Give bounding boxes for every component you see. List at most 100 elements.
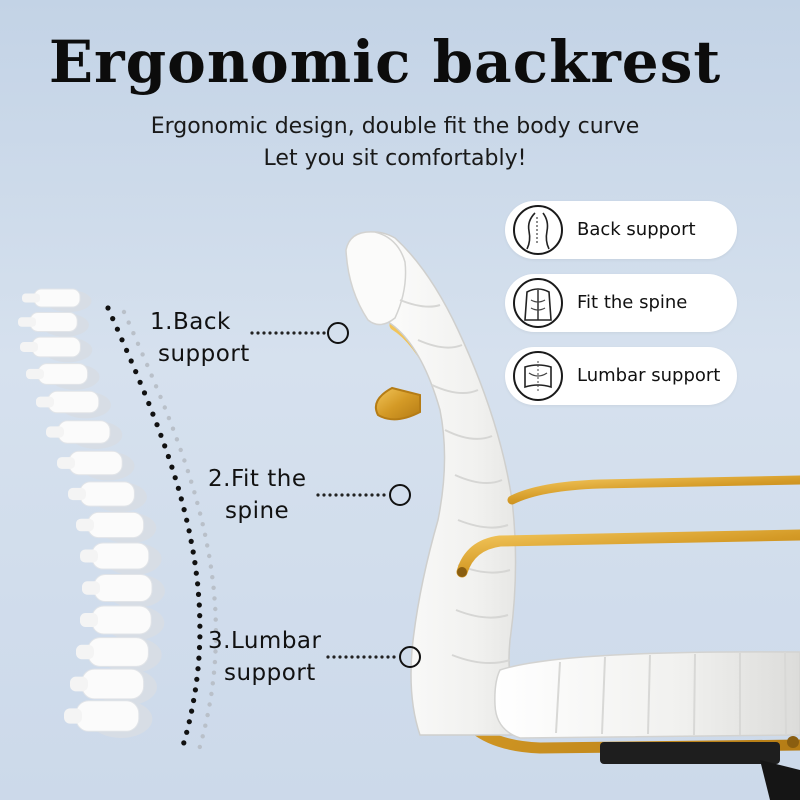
leader-dot	[362, 655, 366, 659]
spine-dot	[196, 644, 203, 651]
leader-dot	[344, 655, 348, 659]
spine-dot	[190, 549, 196, 555]
feature-fit-spine: Fit the spine	[505, 274, 737, 332]
vertebra	[26, 363, 100, 390]
spine-dot	[174, 437, 180, 442]
vertebra	[80, 605, 165, 641]
callout-marker-circle	[327, 322, 349, 344]
vertebra	[76, 511, 157, 544]
spine-dot	[170, 426, 176, 431]
leader-dot	[304, 331, 308, 335]
spine-dot	[195, 581, 201, 587]
leader-dot	[370, 493, 374, 497]
spine-curve-dotted-line	[105, 305, 219, 750]
leader-dot	[346, 493, 350, 497]
back-support-icon	[513, 205, 563, 255]
spine-dot	[133, 369, 139, 375]
vertebra	[18, 312, 89, 337]
leader-dot	[322, 331, 326, 335]
callout-line: 2.Fit the	[208, 466, 307, 492]
spine-dot	[149, 373, 154, 378]
spine-dot	[196, 602, 202, 608]
spine-dot	[212, 659, 218, 665]
spine-dot	[207, 553, 212, 559]
leader-dot	[364, 493, 368, 497]
spine-dot	[194, 676, 200, 682]
vertebra	[22, 288, 92, 313]
spine-dot	[184, 517, 190, 523]
spine-dot	[145, 362, 150, 368]
spine-dot	[105, 305, 111, 311]
spine-dot	[205, 712, 210, 718]
spine-dot	[162, 405, 167, 410]
leader-dot	[250, 331, 254, 335]
callout-marker-circle	[389, 484, 411, 506]
spine-dot	[154, 422, 160, 428]
spine-dot	[196, 655, 202, 661]
leader-dot	[338, 655, 342, 659]
callout-line: support	[158, 341, 250, 367]
vertebra	[80, 542, 162, 576]
spine-dot	[212, 596, 217, 601]
callout-line: support	[224, 660, 316, 686]
spine-dot	[192, 490, 197, 495]
spine-dot	[121, 309, 127, 315]
vertebra	[82, 574, 165, 608]
spine-dot	[153, 384, 159, 389]
spine-dot	[200, 522, 205, 527]
spine-dot	[213, 628, 219, 633]
leader-dot	[368, 655, 372, 659]
spine-dot	[195, 500, 200, 506]
feature-lumbar-support: Lumbar support	[505, 347, 737, 405]
leader-dot	[316, 331, 320, 335]
spine-dot	[209, 691, 214, 697]
spine-dot	[158, 394, 163, 400]
spine-dot	[124, 347, 130, 353]
spine-dot	[197, 613, 203, 619]
spine-dot	[131, 331, 136, 336]
spine-dot	[119, 337, 125, 343]
callout-leader-lines	[250, 322, 421, 668]
callout-back-support: 1.Back support	[150, 306, 250, 370]
spine-dot	[205, 543, 210, 548]
spine-dot	[166, 415, 172, 421]
leader-dot	[332, 655, 336, 659]
spine-dot	[137, 379, 143, 385]
spine-dot	[213, 617, 218, 622]
vertebra	[57, 450, 135, 481]
spine-dot	[150, 411, 156, 417]
subtitle-line-1: Ergonomic design, double fit the body cu…	[150, 114, 640, 139]
leader-dot	[376, 493, 380, 497]
callout-fit-spine: 2.Fit the spine	[208, 463, 306, 527]
leader-dot	[350, 655, 354, 659]
leader-dot	[256, 331, 260, 335]
leader-dot	[322, 493, 326, 497]
spine-dot	[192, 560, 198, 566]
spine-dot	[178, 447, 183, 453]
spine-dot	[135, 341, 141, 346]
leader-dot	[298, 331, 302, 335]
leader-dot	[310, 331, 314, 335]
spine-dot	[188, 538, 194, 545]
spine-dot	[182, 458, 187, 463]
leader-dot	[392, 655, 396, 659]
callout-line: 3.Lumbar	[208, 628, 322, 654]
spine-dot	[193, 570, 199, 576]
leader-dot	[352, 493, 356, 497]
leader-dot	[328, 493, 332, 497]
spine-dot	[186, 528, 192, 534]
spine-dot	[197, 634, 203, 640]
spine-dot	[162, 443, 168, 449]
spine-dot	[213, 649, 218, 654]
spine-dot	[211, 670, 217, 675]
spine-dot	[197, 511, 203, 516]
spine-dot	[191, 697, 197, 704]
spine-dot	[141, 390, 148, 396]
spine-dot	[213, 638, 219, 643]
leader-dot	[340, 493, 344, 497]
spine-dot	[195, 591, 202, 598]
spine-dot	[172, 475, 178, 481]
callout-lumbar-support: 3.Lumbar support	[208, 625, 322, 689]
spine-dot	[203, 723, 208, 728]
feature-label: Fit the spine	[577, 292, 688, 313]
